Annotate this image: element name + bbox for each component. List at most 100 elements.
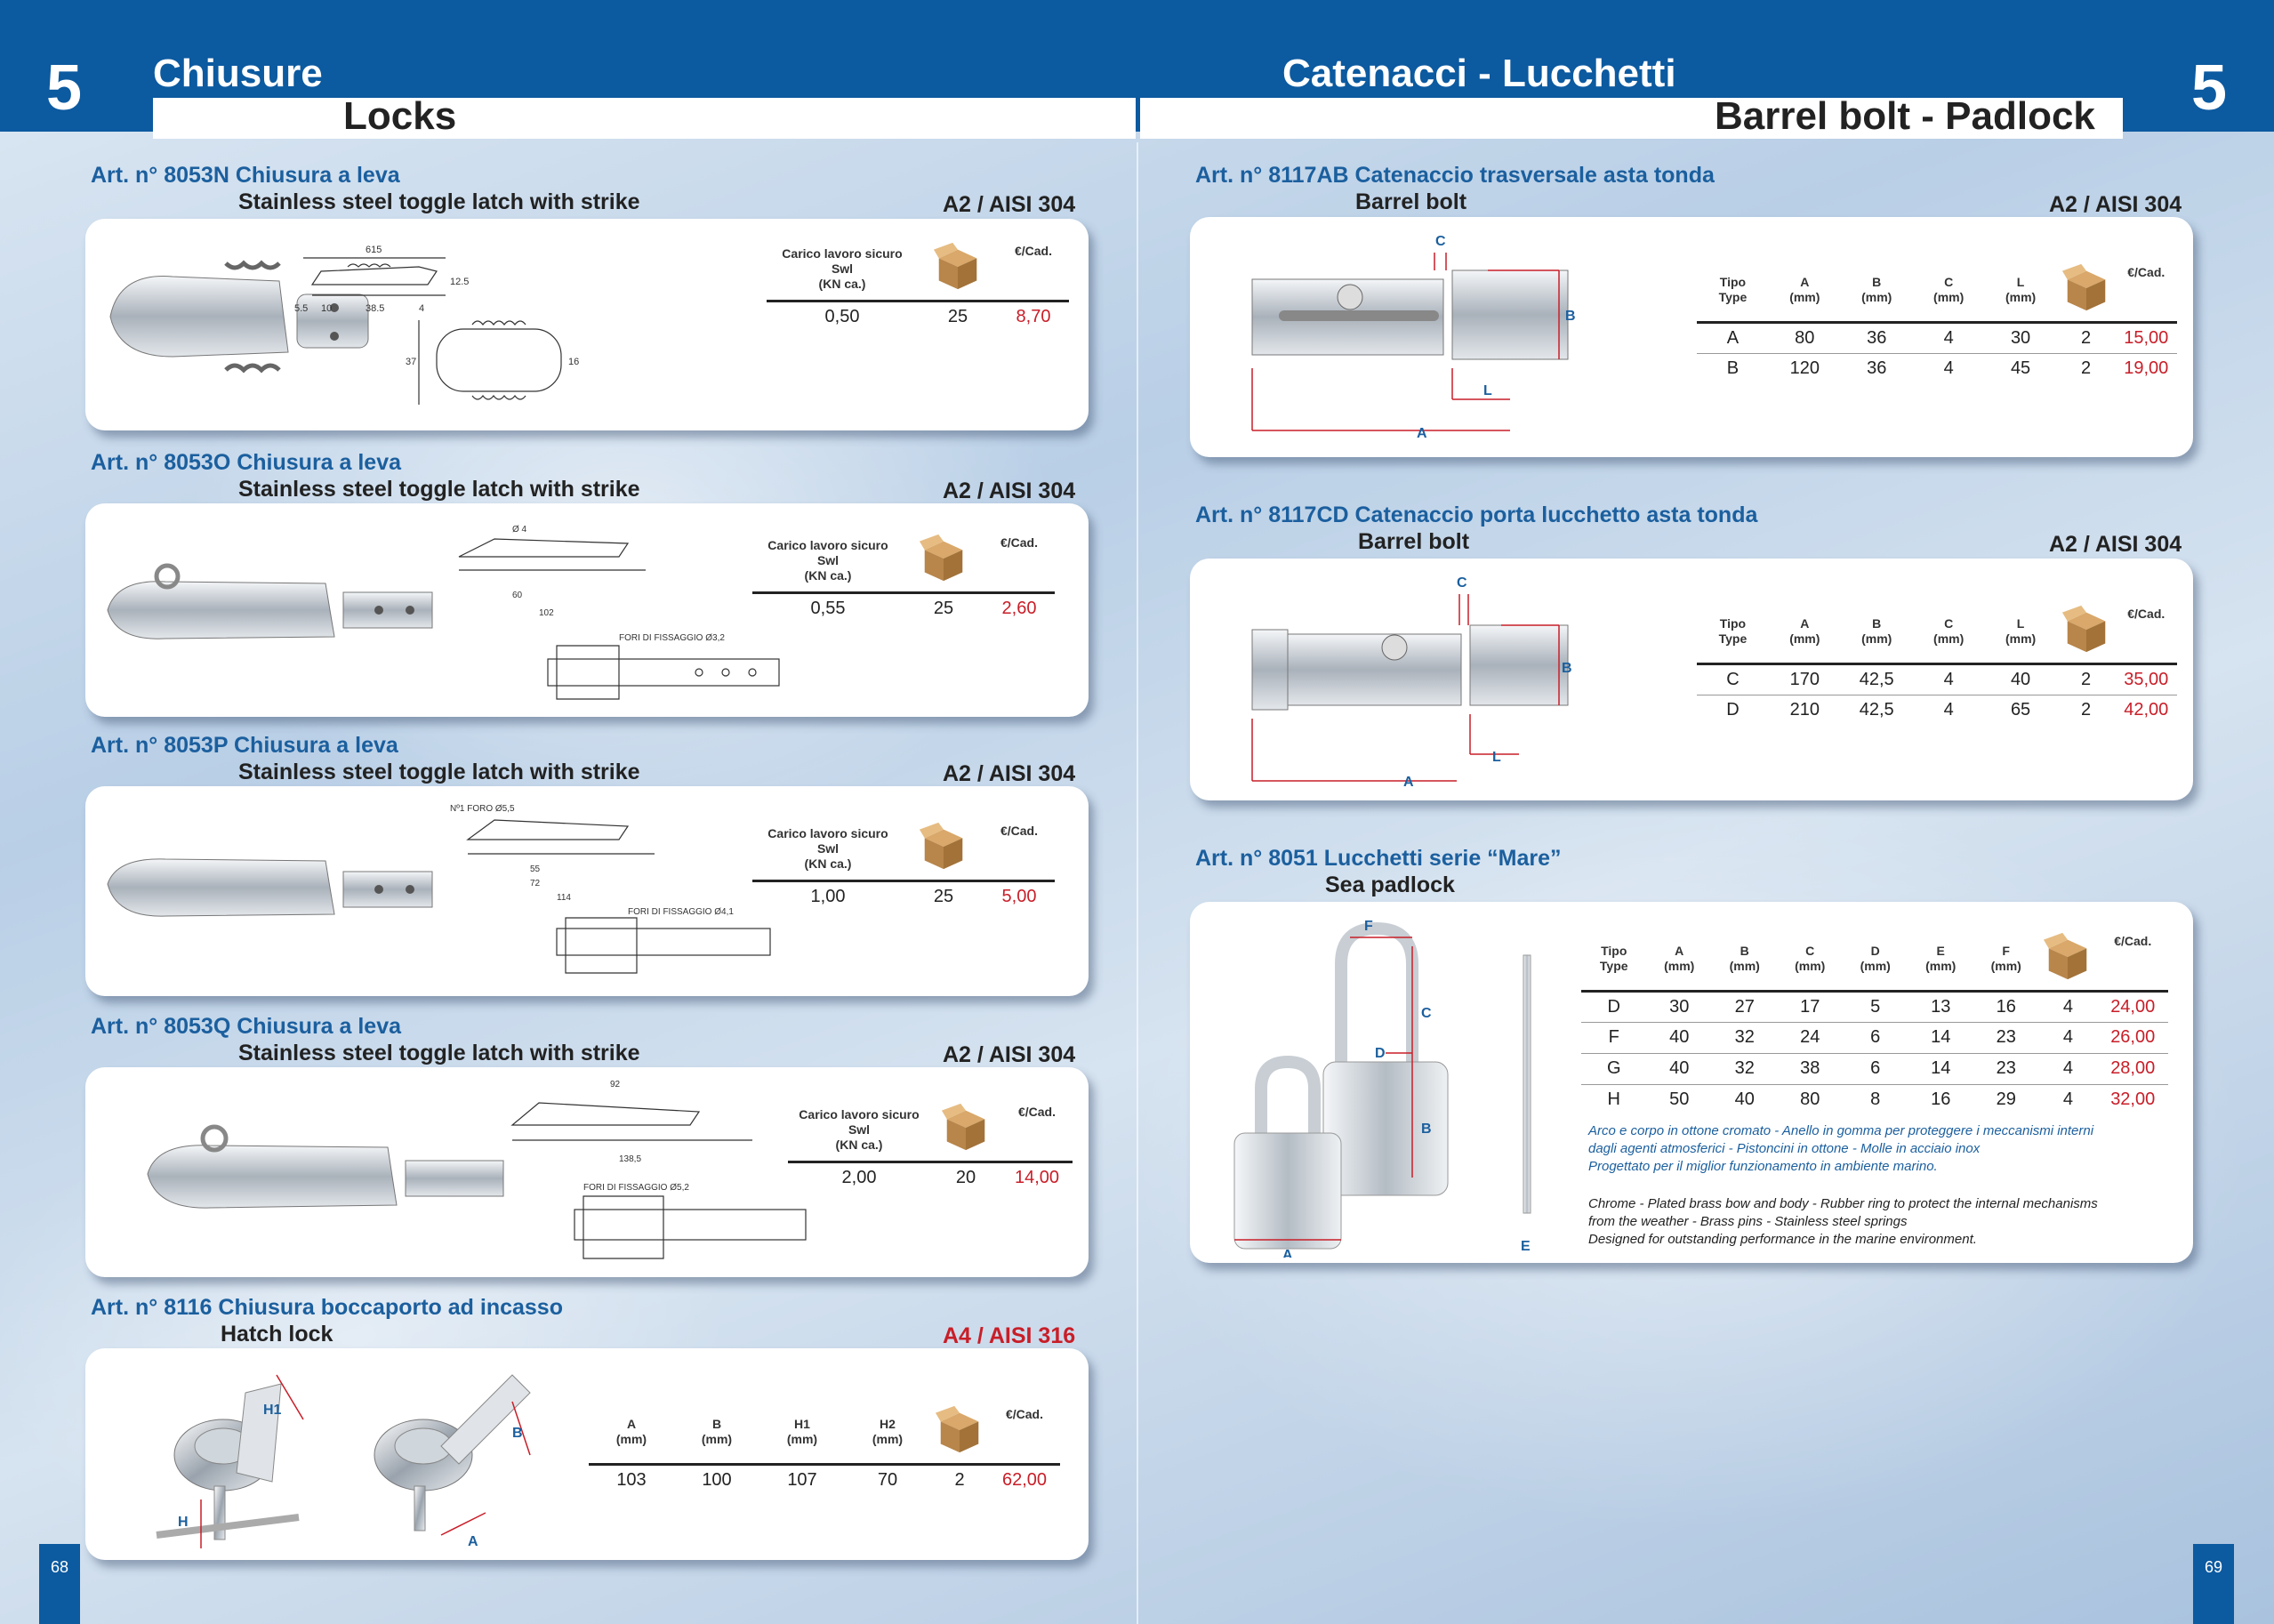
price-cell: 32,00 xyxy=(2110,1089,2156,1110)
dimension-label: 102 xyxy=(539,608,554,618)
column-header: €/Cad. xyxy=(1000,824,1038,838)
product-card: 92 138,5 FORI DI FISSAGGIO Ø5,2 Carico l… xyxy=(85,1067,1089,1277)
table-cell: H xyxy=(1607,1089,1620,1110)
description-line: Progettato per il miglior funzionamento … xyxy=(1588,1159,1938,1174)
product-title: Art. n° 8051 Lucchetti serie “Mare” xyxy=(1195,846,1562,871)
product-card: Ø 4 60 102 FORI DI FISSAGGIO Ø3,2 Carico… xyxy=(85,503,1089,717)
table-cell: 32 xyxy=(1734,1027,1755,1047)
price-table: Carico lavoro sicuro Swl (KN ca.) €/Cad.… xyxy=(788,1099,1073,1193)
dimension-label: 5.5 xyxy=(294,303,308,314)
column-header xyxy=(930,1402,989,1464)
table-cell: 4 xyxy=(2062,1058,2074,1078)
dimension-label: FORI DI FISSAGGIO Ø3,2 xyxy=(619,633,725,643)
column-header xyxy=(904,818,984,880)
product-subtitle: Barrel bolt xyxy=(1358,529,1470,554)
table-cell: 80 xyxy=(1800,1089,1820,1110)
table-cell: 25 xyxy=(947,306,968,326)
price-table: Tipo Type A (mm) B (mm) C (mm) L (mm) €/… xyxy=(1697,260,2177,384)
column-header: Carico lavoro sicuro Swl (KN ca.) xyxy=(767,825,888,871)
table-cell: 2 xyxy=(2080,358,2092,379)
column-header: €/Cad. xyxy=(1014,244,1052,258)
table-cell: 23 xyxy=(1996,1027,2016,1047)
product-subtitle: Stainless steel toggle latch with strike xyxy=(238,1041,640,1065)
column-header: €/Cad. xyxy=(1000,535,1038,550)
table-cell: 27 xyxy=(1734,996,1755,1017)
product-card: 615 5.5 10 38.5 4 12.5 37 16 Carico lavo… xyxy=(85,219,1089,430)
price-table: Carico lavoro sicuro Swl (KN ca.) €/Cad.… xyxy=(752,818,1055,912)
table-cell: 30 xyxy=(2010,327,2031,348)
material-grade: A2 / AISI 304 xyxy=(943,478,1076,503)
barrel-bolt-photo: C B L A xyxy=(1251,575,1572,790)
table-cell: 1,00 xyxy=(810,886,846,906)
column-header xyxy=(2057,601,2116,663)
table-cell: 40 xyxy=(1669,1058,1690,1078)
product-card: C B L A Tipo Type A (mm) B (mm) C (mm) L… xyxy=(1190,217,2193,457)
technical-drawing: Nº1 FORO Ø5,5 55 72 114 FORI DI FISSAGGI… xyxy=(450,804,771,974)
dimension-label: A xyxy=(468,1534,478,1549)
table-cell: 40 xyxy=(2010,669,2031,689)
product-subtitle: Hatch lock xyxy=(221,1322,333,1347)
dimension-label: B xyxy=(512,1426,523,1441)
table-cell: D xyxy=(1607,996,1620,1017)
barrel-bolt-photo: C B L A xyxy=(1251,234,1576,441)
column-header: C (mm) xyxy=(1933,616,1965,647)
column-header: Tipo Type xyxy=(1718,275,1748,305)
table-cell: 17 xyxy=(1800,996,1820,1017)
table-cell: 170 xyxy=(1789,669,1820,689)
cardboard-box-icon xyxy=(935,1406,979,1453)
cardboard-box-icon xyxy=(919,823,963,870)
table-cell: 0,55 xyxy=(810,598,846,618)
product-title: Art. n° 8116 Chiusura boccaporto ad inca… xyxy=(91,1295,563,1320)
column-header: D (mm) xyxy=(1860,944,1891,974)
column-header: L (mm) xyxy=(2005,275,2037,305)
column-header: Tipo Type xyxy=(1718,616,1748,647)
column-header: €/Cad. xyxy=(2114,934,2152,948)
product-title: Art. n° 8053N Chiusura a leva xyxy=(91,163,400,188)
cardboard-box-icon xyxy=(2061,606,2105,653)
price-cell: 28,00 xyxy=(2110,1058,2156,1078)
dimension-label: A xyxy=(1403,775,1414,790)
table-cell: 45 xyxy=(2010,358,2031,379)
description-line: dagli agenti atmosferici - Pistoncini in… xyxy=(1588,1141,1981,1156)
column-header: B (mm) xyxy=(1729,944,1760,974)
table-cell: 13 xyxy=(1931,996,1951,1017)
product-card: H1 H B A A (mm) B (mm) H1 (mm) H2 (mm) €… xyxy=(85,1348,1089,1560)
table-cell: 14 xyxy=(1931,1058,1951,1078)
column-header: C (mm) xyxy=(1795,944,1826,974)
table-cell: C xyxy=(1726,669,1740,689)
dimension-label: 615 xyxy=(366,245,382,255)
table-cell: 2,00 xyxy=(841,1167,877,1187)
table-cell: 24 xyxy=(1800,1027,1820,1047)
product-title: Art. n° 8053O Chiusura a leva xyxy=(91,450,402,475)
table-cell: 210 xyxy=(1789,700,1820,720)
product-card: F C D B A E Tipo Type A (mm) B (mm) C (m… xyxy=(1190,902,2193,1263)
material-grade: A2 / AISI 304 xyxy=(2049,192,2182,217)
table-cell: 36 xyxy=(1867,358,1887,379)
price-cell: 42,00 xyxy=(2124,700,2169,720)
table-cell: 107 xyxy=(787,1469,817,1490)
price-cell: 26,00 xyxy=(2110,1027,2156,1047)
description-english: Chrome - Plated brass bow and body - Rub… xyxy=(1588,1195,2098,1249)
dimension-label: F xyxy=(1364,919,1373,934)
table-cell: 16 xyxy=(1931,1089,1951,1110)
table-cell: 20 xyxy=(955,1167,976,1187)
table-cell: 4 xyxy=(2062,1089,2074,1110)
table-cell: D xyxy=(1726,700,1740,720)
dimension-label: C xyxy=(1421,1006,1432,1021)
dimension-label: Nº1 FORO Ø5,5 xyxy=(450,804,515,814)
price-cell: 35,00 xyxy=(2124,669,2169,689)
table-cell: 2 xyxy=(2080,669,2092,689)
header-strip-left xyxy=(153,98,1136,139)
dimension-label: C xyxy=(1435,234,1446,249)
header-strip-right xyxy=(1140,98,2123,139)
header-subtitle-left: Locks xyxy=(343,94,457,138)
column-header: C (mm) xyxy=(1933,275,1965,305)
price-table: Carico lavoro sicuro Swl (KN ca.) €/Cad.… xyxy=(767,238,1069,332)
description-line: Arco e corpo in ottone cromato - Anello … xyxy=(1588,1123,2094,1138)
column-header xyxy=(904,530,984,592)
dimension-label: D xyxy=(1375,1046,1386,1061)
dimension-label: B xyxy=(1565,309,1576,324)
table-cell: 40 xyxy=(1669,1027,1690,1047)
cardboard-box-icon xyxy=(919,535,963,582)
dimension-label: L xyxy=(1483,383,1492,398)
